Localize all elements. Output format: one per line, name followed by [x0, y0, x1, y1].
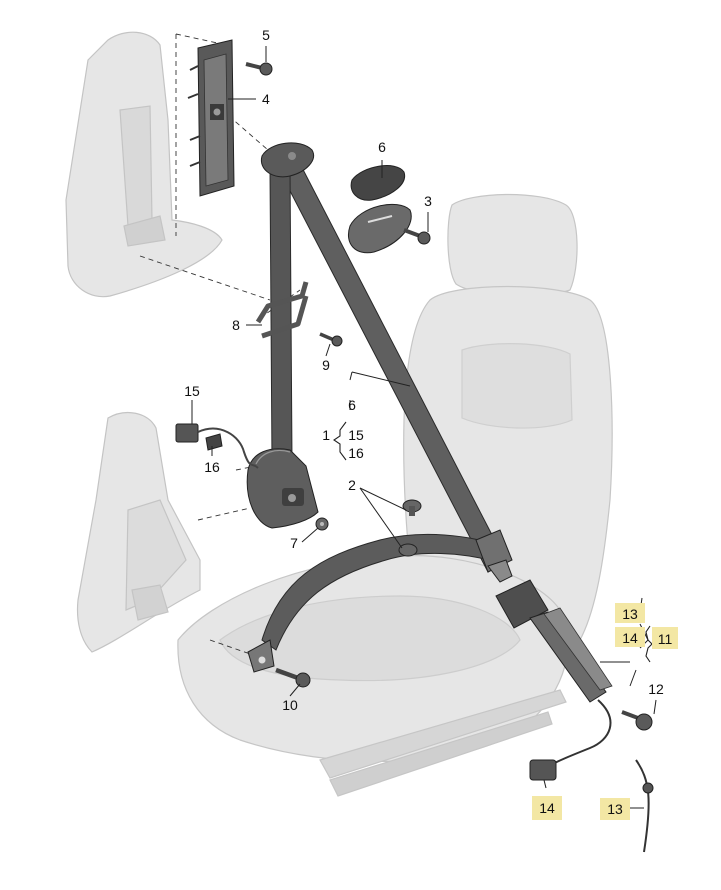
callout-16-list: 16 [348, 445, 364, 461]
ghost-seat [177, 193, 613, 797]
bolt-12 [621, 710, 653, 731]
bolt-3 [403, 228, 431, 245]
callout-13-bottom: 13 [607, 801, 623, 817]
bolt-5 [245, 62, 273, 76]
screw-9 [319, 332, 343, 347]
brace-1 [333, 421, 347, 461]
retractor [246, 448, 319, 529]
callout-6-list: 6 [348, 397, 356, 413]
callout-1: 1 [322, 427, 330, 443]
callout-13-top: 13 [622, 606, 638, 622]
callout-9: 9 [322, 357, 330, 373]
callout-16: 16 [204, 459, 220, 475]
callout-15: 15 [184, 383, 200, 399]
callouts: 5 4 6 3 8 9 6 1 15 16 2 15 16 7 10 13 14… [184, 27, 672, 817]
callout-7: 7 [290, 535, 298, 551]
connector-15 [175, 423, 259, 469]
callout-6-top: 6 [378, 139, 386, 155]
loop-cover [348, 165, 412, 254]
guide-bracket [255, 281, 309, 339]
callout-12: 12 [648, 681, 664, 697]
callout-14-bottom: 14 [539, 800, 555, 816]
callout-10: 10 [282, 697, 298, 713]
nut-7 [315, 517, 329, 531]
callout-14-top: 14 [622, 630, 638, 646]
bolt-10 [275, 667, 311, 688]
clip-16 [205, 433, 223, 451]
callout-11: 11 [658, 631, 673, 647]
mounting-rail [187, 39, 235, 197]
ghost-b-pillar-upper [65, 31, 223, 298]
buckle-assembly [495, 579, 613, 771]
callout-5: 5 [262, 27, 270, 43]
highlight-boxes [532, 603, 678, 820]
callout-8: 8 [232, 317, 240, 333]
height-adjuster [260, 142, 314, 178]
wire-tie-13 [635, 759, 654, 853]
connector-14 [529, 759, 557, 781]
callout-2: 2 [348, 477, 356, 493]
callout-3: 3 [424, 193, 432, 209]
brace-11 [645, 625, 653, 663]
caps-2 [398, 499, 422, 557]
lap-anchor [247, 639, 275, 673]
leader-lines [191, 46, 657, 809]
ghost-b-pillar-lower [76, 411, 201, 653]
callout-15-list: 15 [348, 427, 364, 443]
belt-tongue [475, 529, 513, 583]
callout-4: 4 [262, 91, 270, 107]
